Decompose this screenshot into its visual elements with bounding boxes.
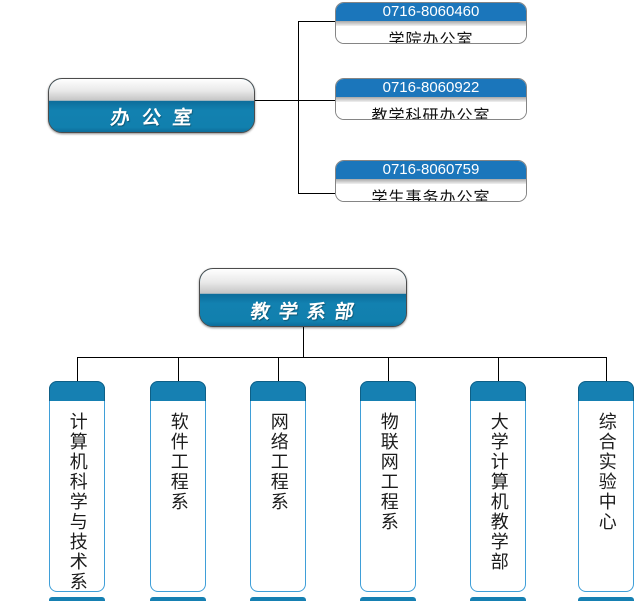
- card-divider-strip: [336, 21, 526, 26]
- dept-box-bottom-cap: [470, 597, 526, 601]
- connector-drop-2: [178, 357, 179, 381]
- dept-box-bottom-cap: [49, 597, 105, 601]
- phone-number: 0716-8060460: [336, 3, 526, 21]
- phone-card-college-office: 0716-8060460 学院办公室: [335, 2, 527, 44]
- dept-label: 计算机科学与技术系: [67, 412, 88, 591]
- departments-root-node: 教学系部: [199, 268, 407, 327]
- connector-stub-research-office: [298, 100, 335, 101]
- dept-label: 网络工程系: [268, 412, 289, 512]
- dept-box-bottom-cap: [150, 597, 206, 601]
- departments-root-label: 教学系部: [249, 301, 365, 323]
- banner-blue-band: 教学系部: [200, 294, 406, 326]
- dept-box-cap: [470, 381, 526, 401]
- connector-stub-college-office: [298, 21, 335, 22]
- dept-box-network-engineering: 网络工程系: [250, 381, 306, 592]
- connector-drop-6: [606, 357, 607, 381]
- phone-card-label: 学院办公室: [336, 26, 526, 43]
- phone-number: 0716-8060759: [336, 161, 526, 179]
- dept-box-iot-engineering: 物联网工程系: [360, 381, 416, 592]
- office-root-label: 办公室: [109, 108, 206, 129]
- connector-drop-1: [77, 357, 78, 381]
- card-divider-strip: [336, 179, 526, 184]
- dept-box-bottom-cap: [578, 597, 634, 601]
- banner-gloss: [49, 79, 254, 101]
- dept-box-computer-science: 计算机科学与技术系: [49, 381, 105, 592]
- connector-drop-5: [498, 357, 499, 381]
- connector-drop-4: [388, 357, 389, 381]
- phone-card-label: 学生事务办公室: [336, 184, 526, 201]
- phone-card-research-office: 0716-8060922 教学科研办公室: [335, 78, 527, 120]
- dept-label: 软件工程系: [168, 412, 189, 512]
- phone-number: 0716-8060922: [336, 79, 526, 97]
- dept-box-university-computer-teaching: 大学计算机教学部: [470, 381, 526, 592]
- phone-card-label: 教学科研办公室: [336, 102, 526, 119]
- connector-stub-student-office: [298, 193, 335, 194]
- dept-box-cap: [49, 381, 105, 401]
- dept-label: 大学计算机教学部: [488, 412, 509, 572]
- dept-box-cap: [578, 381, 634, 401]
- dept-label: 物联网工程系: [378, 412, 399, 532]
- banner-blue-band: 办公室: [49, 101, 254, 132]
- dept-label: 综合实验中心: [596, 412, 617, 532]
- dept-box-cap: [360, 381, 416, 401]
- dept-box-software-engineering: 软件工程系: [150, 381, 206, 592]
- dept-box-experiment-center: 综合实验中心: [578, 381, 634, 592]
- office-root-node: 办公室: [48, 78, 255, 133]
- connector-departments-trunk: [303, 327, 304, 357]
- connector-drop-3: [278, 357, 279, 381]
- dept-box-cap: [150, 381, 206, 401]
- connector-office-to-trunk: [255, 100, 298, 101]
- card-divider-strip: [336, 97, 526, 102]
- connector-office-vertical: [298, 21, 299, 194]
- phone-card-student-office: 0716-8060759 学生事务办公室: [335, 160, 527, 202]
- banner-gloss: [200, 269, 406, 294]
- dept-box-bottom-cap: [250, 597, 306, 601]
- dept-box-cap: [250, 381, 306, 401]
- connector-departments-rail: [77, 357, 607, 358]
- dept-box-bottom-cap: [360, 597, 416, 601]
